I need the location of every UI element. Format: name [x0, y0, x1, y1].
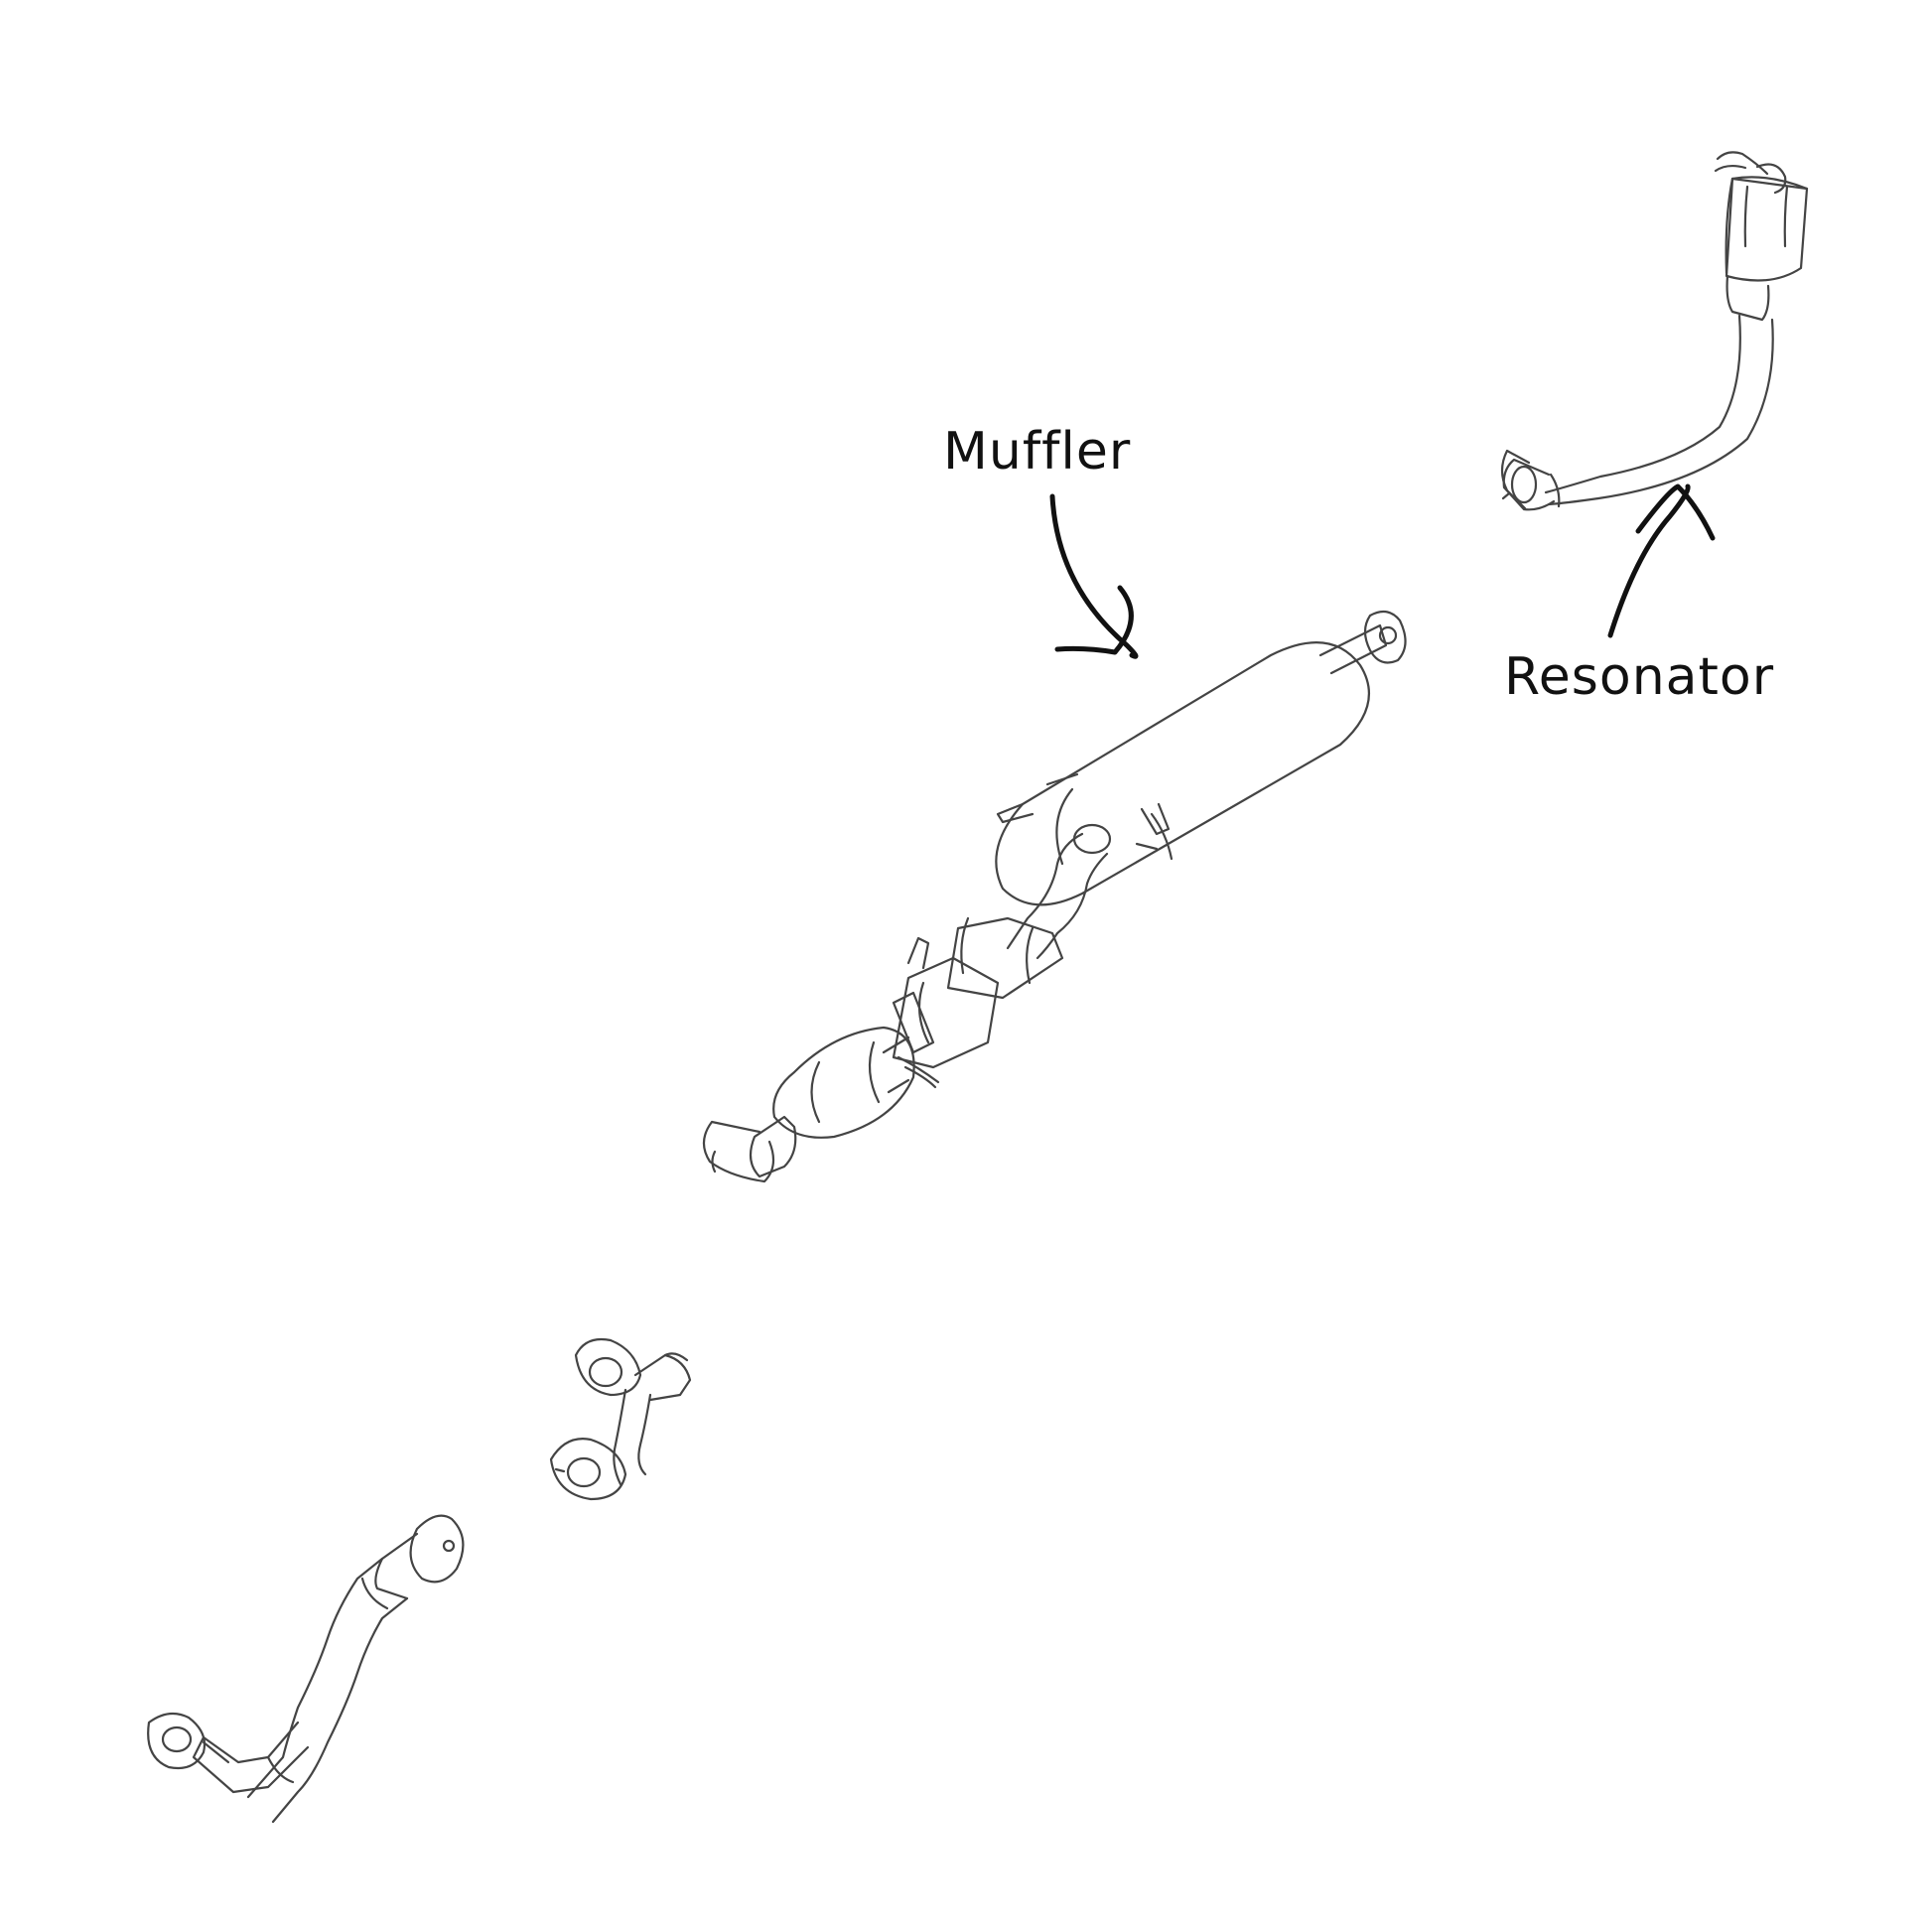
- muffler-arrow: [1049, 493, 1139, 659]
- resonator-label: Resonator: [1504, 647, 1775, 707]
- muffler-part: [702, 610, 1407, 1183]
- flex-pipe-part: [549, 1337, 692, 1501]
- muffler-label: Muffler: [943, 422, 1132, 482]
- resonator-part: [1500, 151, 1809, 511]
- resonator-arrow: [1607, 483, 1716, 638]
- front-pipe-part: [147, 1514, 465, 1824]
